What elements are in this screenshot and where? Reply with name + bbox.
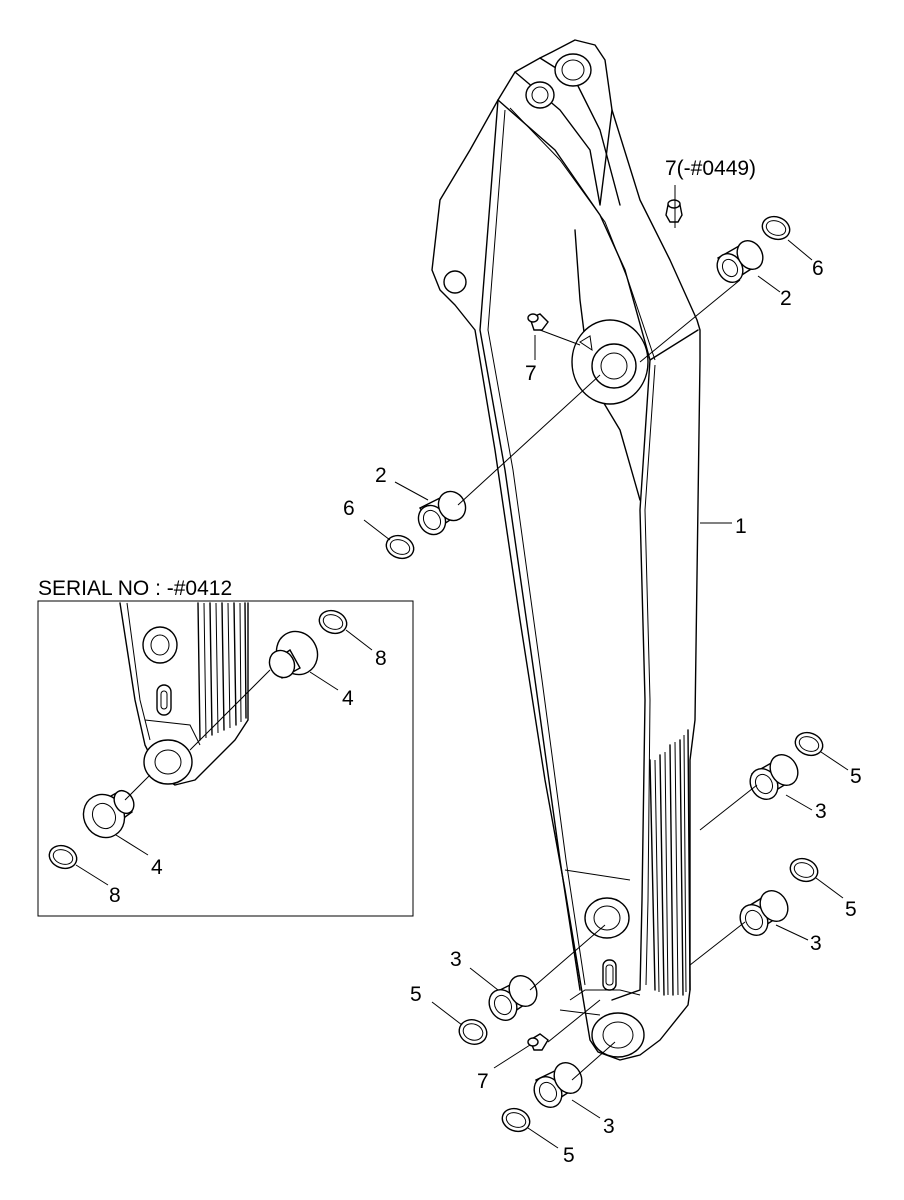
bushing-3-upper-right bbox=[749, 753, 799, 801]
label-ring-5-left: 5 bbox=[410, 983, 422, 1006]
arm-body bbox=[431, 39, 701, 1061]
label-grease-fitting-7-bottom: 7 bbox=[477, 1070, 489, 1093]
label-ring-5-lower-right: 5 bbox=[845, 898, 857, 921]
grease-fitting-7-bottom bbox=[527, 1033, 549, 1051]
bushing-2-left bbox=[417, 490, 467, 536]
ring-5-lower-right bbox=[789, 857, 819, 883]
label-ring-6-left: 6 bbox=[343, 497, 355, 520]
label-bushing-3-upper-right: 3 bbox=[815, 800, 827, 823]
label-ring-5-bottom: 5 bbox=[563, 1144, 575, 1167]
leader-lines bbox=[363, 185, 849, 1149]
arm-bottom-bosses bbox=[584, 897, 645, 1058]
ring-6-left bbox=[385, 534, 415, 560]
inset-label-ring-8-bottom: 8 bbox=[109, 884, 121, 907]
label-bushing-3-lower-right: 3 bbox=[810, 932, 822, 955]
label-bushing-3-left: 3 bbox=[450, 948, 462, 971]
inset-label-bushing-4-top: 4 bbox=[342, 687, 354, 710]
inset-frame bbox=[37, 600, 414, 917]
label-ring-6-right: 6 bbox=[812, 257, 824, 280]
inset-bushing-4-bottom bbox=[82, 789, 135, 839]
arm-top-boss bbox=[443, 53, 592, 294]
arm-ribs bbox=[649, 729, 691, 996]
bushing-3-bottom bbox=[533, 1061, 583, 1109]
label-bushing-2-left: 2 bbox=[375, 464, 387, 487]
bushing-3-left bbox=[488, 974, 538, 1022]
inset-title: SERIAL NO : -#0412 bbox=[38, 577, 232, 600]
grease-fitting-7-middle bbox=[527, 313, 549, 331]
bushing-2-right bbox=[716, 239, 764, 284]
ring-6-right bbox=[761, 215, 791, 241]
ring-5-bottom bbox=[501, 1107, 531, 1133]
inset-detail: SERIAL NO : -#0412 bbox=[37, 577, 414, 917]
part-labels: 1 2 6 2 6 7(-#0449) 7 3 5 3 5 3 5 7 3 5 bbox=[343, 157, 862, 1167]
inset-ring-8-top bbox=[318, 609, 348, 635]
grease-fitting-7-top bbox=[665, 199, 683, 223]
inset-bushing-4-top bbox=[268, 630, 319, 679]
label-arm-1: 1 bbox=[735, 515, 747, 538]
bushing-3-lower-right bbox=[739, 889, 789, 937]
arm-middle-boss bbox=[571, 319, 649, 405]
label-bushing-3-bottom: 3 bbox=[603, 1115, 615, 1138]
inset-ring-8-bottom bbox=[48, 844, 78, 870]
inset-label-ring-8-top: 8 bbox=[375, 647, 387, 670]
inset-label-bushing-4-bottom: 4 bbox=[151, 856, 163, 879]
ring-5-left bbox=[458, 1019, 488, 1045]
label-grease-fitting-7-middle: 7 bbox=[525, 362, 537, 385]
ring-5-upper-right bbox=[794, 731, 824, 757]
label-ring-5-upper-right: 5 bbox=[850, 765, 862, 788]
label-grease-fitting-7-serial: 7(-#0449) bbox=[665, 157, 756, 180]
label-bushing-2-right: 2 bbox=[780, 287, 792, 310]
